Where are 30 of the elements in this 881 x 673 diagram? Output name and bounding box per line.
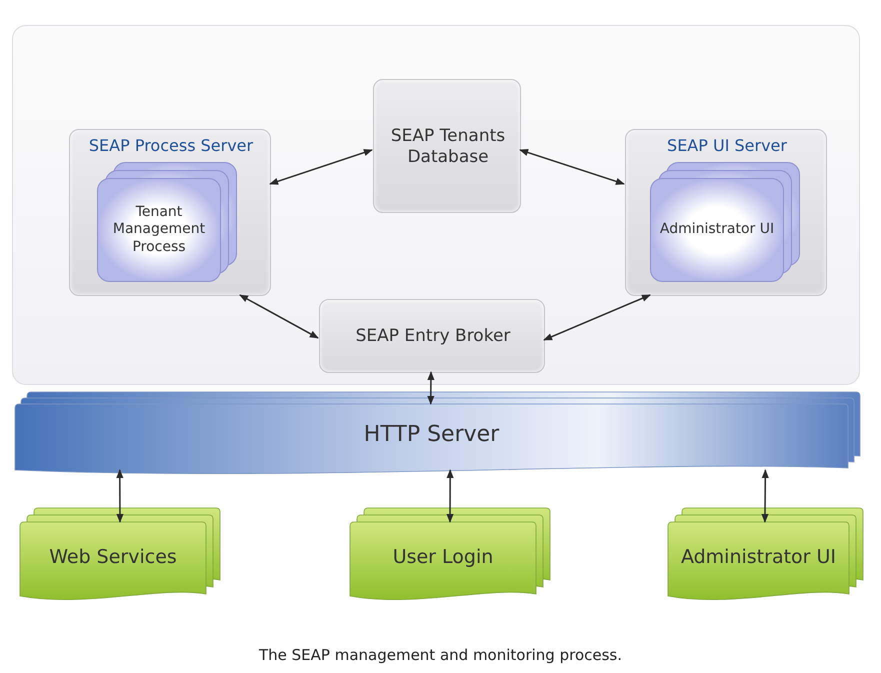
node-label: HTTP Server xyxy=(362,421,500,449)
stacked-process-box xyxy=(650,162,800,282)
arrow xyxy=(543,294,651,341)
node-label: Web Services xyxy=(48,546,178,570)
process-box xyxy=(373,79,521,213)
arrow xyxy=(116,469,124,523)
node-label: Tenant Management Process xyxy=(112,204,206,256)
server-heading: SEAP UI Server xyxy=(666,136,788,156)
stacked-page-box xyxy=(668,508,863,602)
node-label: Administrator UI xyxy=(680,546,838,570)
stacked-page-box xyxy=(350,508,550,602)
arrow xyxy=(761,469,769,523)
arrow xyxy=(269,149,373,185)
panel-background xyxy=(12,25,860,385)
node-label: SEAP Tenants Database xyxy=(390,126,506,168)
arrow xyxy=(427,371,435,405)
node-label: SEAP Entry Broker xyxy=(354,326,512,348)
caption: The SEAP management and monitoring process. xyxy=(258,646,624,664)
node-label: User Login xyxy=(392,546,494,570)
server-heading: SEAP Process Server xyxy=(88,136,254,156)
server-panel xyxy=(625,129,827,296)
server-panel xyxy=(69,129,271,296)
arrow xyxy=(446,469,454,523)
node-label: Administrator UI xyxy=(658,221,776,239)
server-band xyxy=(15,392,860,476)
stacked-page-box xyxy=(20,508,220,602)
arrow xyxy=(239,294,319,339)
stacked-process-box xyxy=(97,162,237,282)
arrow xyxy=(519,149,625,185)
process-box xyxy=(319,299,545,373)
